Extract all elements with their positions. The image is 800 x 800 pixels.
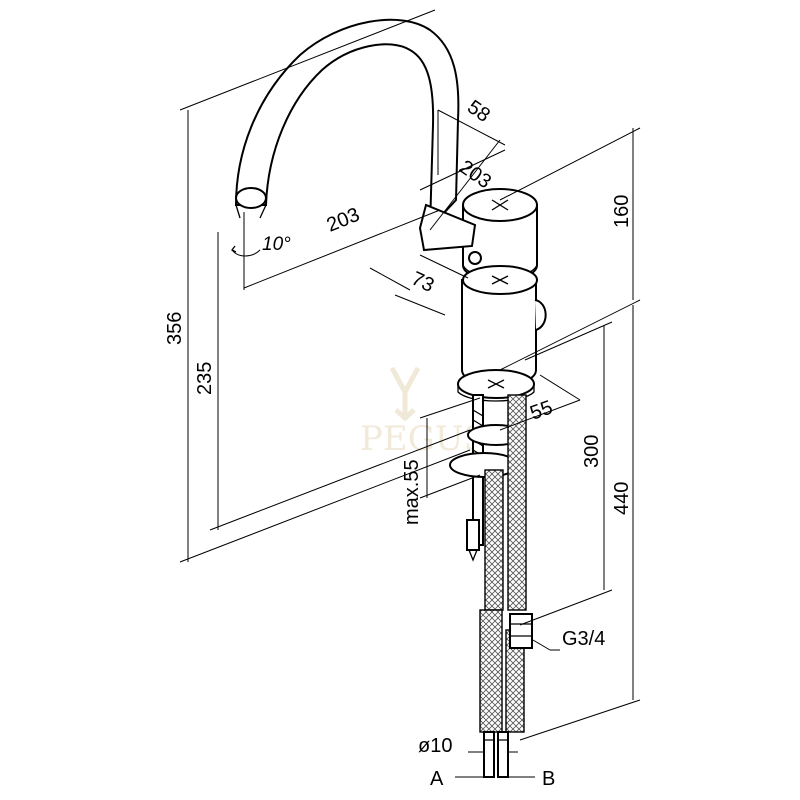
dim-o10: ø10 [418,735,452,757]
hose-upper [484,469,504,611]
spout-outlet [235,187,267,209]
dim-203-reach: 203 [324,204,363,237]
dim-160: 160 [611,195,633,228]
spout [234,18,460,231]
watermark-logo: PEGUS [360,366,487,459]
dim-58: 58 [463,96,494,127]
dim-235: 235 [194,362,216,395]
lever-handle [418,203,477,252]
dim-angle-10: 10° [262,234,291,255]
label-a: A [430,768,444,790]
dim-300: 300 [581,435,603,468]
dim-g34: G3/4 [562,628,605,650]
dim-55-base: 55 [527,396,555,424]
dim-203-upper: 203 [455,156,495,193]
faucet-body [418,188,547,402]
supply-hoses [479,394,533,778]
connector-nut [509,613,533,649]
label-b: B [542,768,555,790]
dim-max-55: max.55 [401,459,423,525]
dimension-lines [179,9,641,778]
lever-pivot [468,251,482,265]
dim-440: 440 [611,482,633,515]
watermark-text: PEGUS [360,419,487,459]
dim-356: 356 [164,312,186,345]
dim-73: 73 [408,268,437,297]
hose-a [479,609,503,733]
